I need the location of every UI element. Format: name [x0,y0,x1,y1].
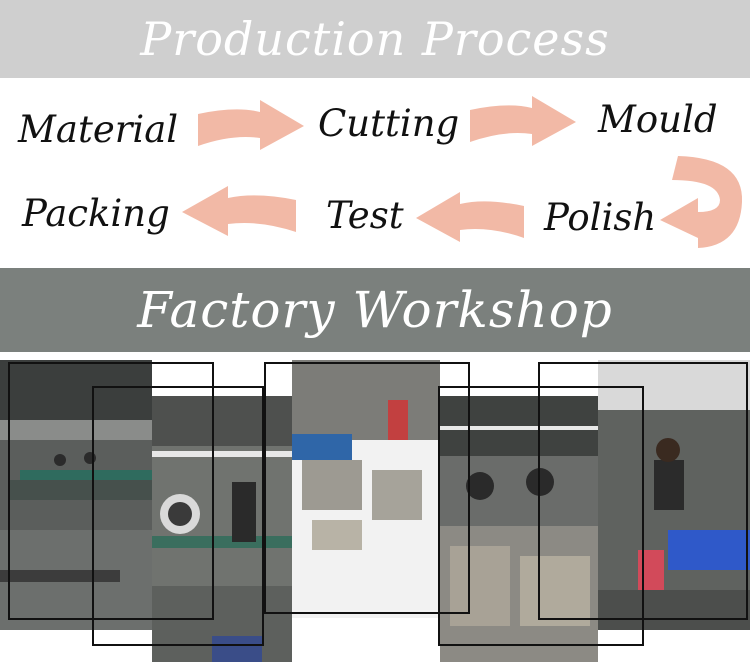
photo-frame [264,362,470,614]
arrow-right-icon [198,100,304,150]
workshop-photo-machines [152,396,292,662]
production-process-banner: Production Process [0,0,750,78]
arrow-u-turn-icon [660,156,743,248]
factory-workshop-banner: Factory Workshop [0,268,750,352]
production-process-title: Production Process [140,12,610,66]
step-packing: Packing [22,192,170,235]
arrow-left-icon [182,186,296,236]
workshop-photo-collage [0,356,750,662]
step-test: Test [326,194,404,237]
workshop-photo-packing [440,396,598,662]
photo-frame [8,362,214,620]
step-material: Material [18,108,179,151]
step-mould: Mould [598,98,718,141]
step-cutting: Cutting [318,102,460,145]
photo-frame [438,386,644,646]
factory-workshop-title: Factory Workshop [137,281,613,339]
arrow-right-icon [470,96,576,146]
workshop-photo-worker [598,360,750,630]
photo-frame [538,362,748,620]
workshop-photo-line [0,360,152,630]
arrow-left-icon [416,192,524,242]
step-polish: Polish [544,196,657,239]
workshop-photo-boxes [292,360,440,618]
photo-frame [92,386,264,646]
